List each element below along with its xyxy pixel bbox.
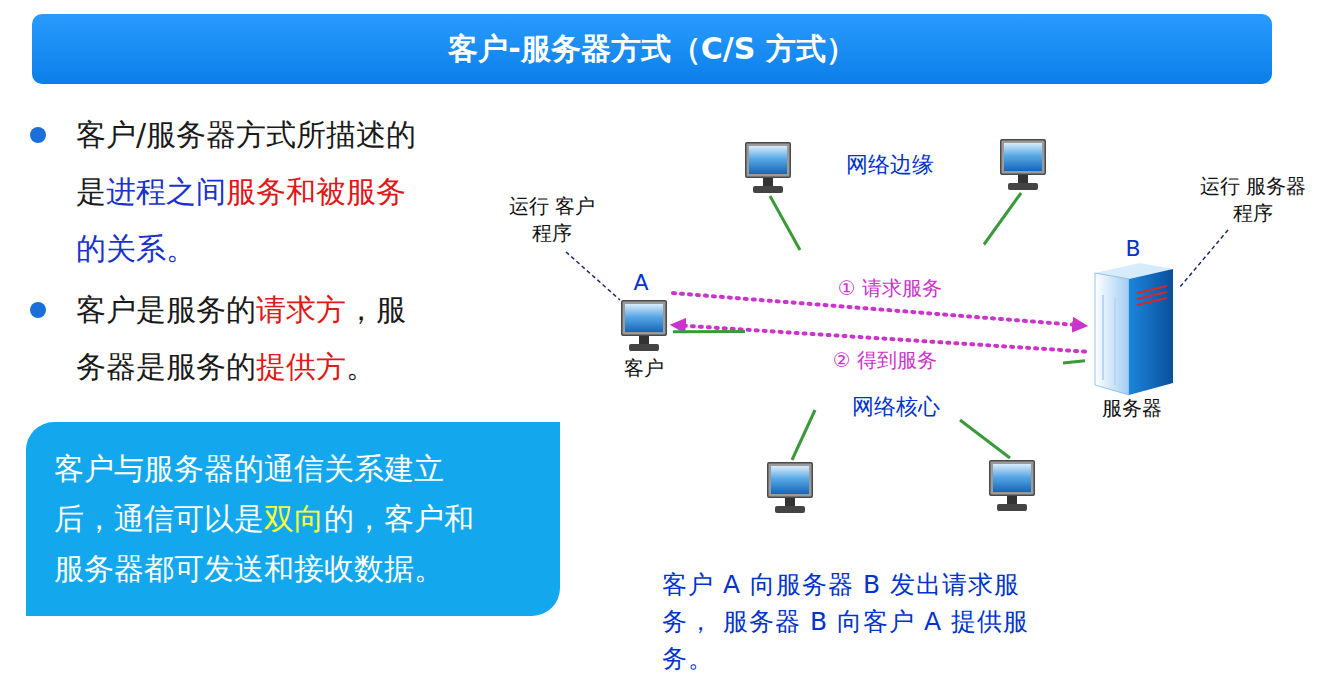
computer-icon [745,142,791,193]
network-link [673,330,745,333]
node-text: 服务器 [1102,395,1162,422]
edge-label: ① 请求服务 [835,275,945,302]
note-text: 客户与服务器的通信关系建立后，通信可以是双向的，客户和服务器都可发送和接收数据。 [26,422,507,616]
network-core: 网络核心 [735,210,1075,435]
network-link [1063,361,1085,363]
node-text: 网络核心 [852,392,940,422]
computer-icon [767,462,813,513]
node-text: 客户 [624,355,664,382]
program-label: 运行 服务器程序 [1193,173,1313,227]
node-text: A [633,270,648,295]
program-label: 运行 客户程序 [502,193,602,247]
computer-icon [989,460,1035,511]
bullet-dot [30,127,46,143]
leader-line [566,252,620,300]
title-text: 客户-服务器方式（C/S 方式） [448,29,855,70]
node-text: 网络边缘 [846,150,934,180]
server-tower [1085,235,1180,420]
edge-label: ② 得到服务 [830,347,940,374]
node-text: B [1125,236,1140,261]
computer-icon [1000,139,1046,190]
bullet-text: 客户/服务器方式所描述的是进程之间服务和被服务的关系。 [76,106,426,277]
network-edge-region: 网络边缘网络核心 A 客户 B 服务器 [573,110,1213,550]
bullet-dot [30,302,46,318]
note-box: 客户与服务器的通信关系建立后，通信可以是双向的，客户和服务器都可发送和接收数据。 [26,422,560,616]
leader-line [1180,230,1228,287]
bullet-text: 客户是服务的请求方，服务器是服务的提供方。 [76,281,426,395]
client-node: A 客户 [615,268,673,382]
server-node: B 服务器 [1085,235,1180,420]
caption: 客户 A 向服务器 B 发出请求服务， 服务器 B 向客户 A 提供服务。 [662,566,1062,677]
